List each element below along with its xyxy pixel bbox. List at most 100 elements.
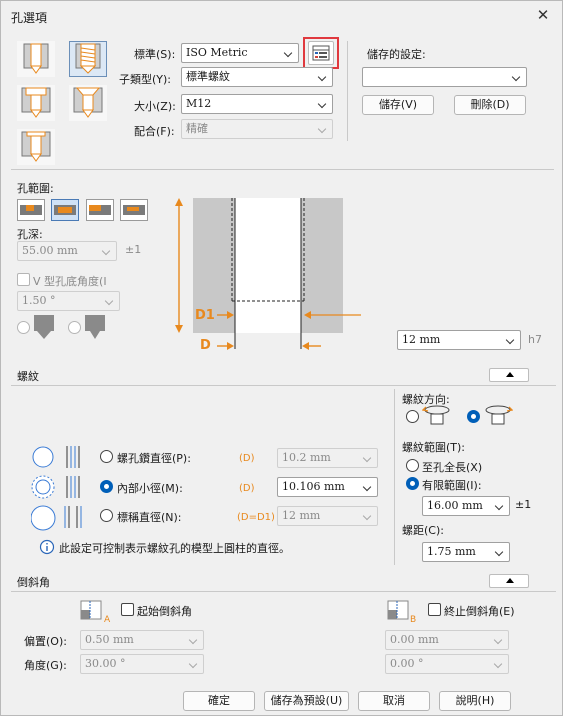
chamfer-offset-label: 偏置(O): [24, 635, 67, 648]
nominal-diameter-select: 12 mm [277, 506, 378, 526]
counterbore-hole-icon [21, 87, 51, 118]
chevron-down-icon [318, 68, 328, 86]
saved-settings-select[interactable] [362, 67, 527, 87]
limited-range-radio[interactable] [406, 477, 419, 490]
info-icon [39, 539, 55, 555]
blind-hole-icon [20, 205, 42, 215]
ok-button[interactable]: 確定 [183, 691, 255, 711]
hole-diameter-select[interactable]: 12 mm [397, 330, 521, 350]
chevron-down-icon [363, 507, 373, 525]
vbottom-flat-radio[interactable] [17, 321, 30, 334]
chevron-down-icon [318, 120, 328, 138]
vbottom-label: V 型孔底角度(I [33, 275, 107, 288]
start-chamfer-checkbox[interactable] [121, 603, 134, 616]
chevron-down-icon [495, 543, 505, 561]
minor-diameter-select[interactable]: 10.106 mm [277, 477, 378, 497]
end-offset-value: 0.00 mm [390, 633, 439, 646]
vbottom-cone-radio[interactable] [68, 321, 81, 334]
fit-class-label: h7 [528, 333, 542, 346]
scope-blind-button[interactable] [17, 199, 45, 221]
size-value: M12 [186, 97, 212, 110]
fit-value: 精確 [186, 122, 208, 135]
chamfer-a-tag: A [104, 615, 111, 625]
section-divider [11, 591, 556, 592]
hole-diagram [175, 198, 361, 350]
minor-diameter-value: 10.106 mm [282, 480, 345, 493]
standard-select[interactable]: ISO Metric [181, 43, 299, 63]
chamfer-b-tag: B [410, 615, 417, 625]
full-length-radio[interactable] [406, 459, 419, 472]
end-angle-value: 0.00 ° [390, 657, 424, 670]
full-length-label: 至孔全長(X) [422, 461, 483, 474]
thread-collapse-button[interactable] [489, 368, 529, 382]
chevron-down-icon [105, 292, 115, 310]
minor-diameter-radio[interactable] [100, 480, 113, 493]
size-select[interactable]: M12 [181, 94, 333, 114]
chevron-down-icon [494, 655, 504, 673]
to-next-icon [123, 205, 145, 215]
to-face-icon [89, 205, 111, 215]
pitch-select[interactable]: 1.75 mm [422, 542, 510, 562]
hole-type-threaded-button[interactable] [69, 41, 107, 77]
thread-diameter-icons [31, 446, 82, 531]
hole-type-countersink-button[interactable] [69, 85, 107, 121]
start-chamfer-icon [80, 600, 102, 620]
hole-type-counterbore-button[interactable] [17, 85, 55, 121]
vbottom-checkbox[interactable] [17, 273, 30, 286]
start-offset-select: 0.50 mm [80, 630, 204, 650]
scope-through-button[interactable] [51, 199, 79, 221]
save-as-default-button[interactable]: 儲存為預設(U) [264, 691, 349, 711]
countersink-hole-icon [73, 87, 103, 118]
vbottom-angle-value: 1.50 ° [22, 294, 56, 307]
title-bar: 孔選項 ✕ [1, 1, 562, 31]
nominal-diameter-label: 標稱直徑(N): [117, 511, 182, 524]
dim-d-label: D [200, 338, 211, 353]
left-hand-thread-icon [485, 405, 513, 425]
chevron-down-icon [506, 331, 516, 349]
dim-d1-label: D1 [195, 308, 215, 323]
nominal-diameter-radio[interactable] [100, 509, 113, 522]
vbottom-angle-select: 1.50 ° [17, 291, 120, 311]
nominal-diameter-tag: (D=D1) [237, 512, 275, 523]
simple-hole-icon [23, 43, 49, 74]
tap-drill-tag: (D) [239, 453, 255, 464]
spotface-hole-icon [21, 131, 51, 162]
cancel-button[interactable]: 取消 [358, 691, 430, 711]
thread-range-label: 螺紋範圍(T): [402, 441, 466, 454]
chevron-down-icon [363, 449, 373, 467]
table-icon [312, 45, 330, 61]
limited-range-value: 16.00 mm [427, 499, 483, 512]
scope-to-next-button[interactable] [120, 199, 148, 221]
end-angle-select: 0.00 ° [385, 654, 509, 674]
thread-direction-label: 螺紋方向: [402, 393, 450, 406]
delete-settings-button[interactable]: 刪除(D) [454, 95, 526, 115]
hole-type-spotface-button[interactable] [17, 129, 55, 165]
chevron-down-icon [102, 242, 112, 260]
tap-drill-radio[interactable] [100, 450, 113, 463]
scope-to-face-button[interactable] [86, 199, 114, 221]
chevron-down-icon [189, 655, 199, 673]
cone-drill-icon [85, 315, 105, 339]
section-divider [11, 169, 554, 170]
limited-range-select[interactable]: 16.00 mm [422, 496, 510, 516]
help-button[interactable]: 說明(H) [439, 691, 511, 711]
chamfer-collapse-button[interactable] [489, 574, 529, 588]
subtype-label: 子類型(Y): [119, 73, 172, 86]
thread-left-hand-radio[interactable] [467, 410, 480, 423]
close-icon[interactable]: ✕ [536, 6, 550, 24]
hole-depth-value: 55.00 mm [22, 244, 78, 257]
pitch-label: 螺距(C): [402, 524, 444, 537]
save-settings-button[interactable]: 儲存(V) [362, 95, 434, 115]
end-offset-select: 0.00 mm [385, 630, 509, 650]
standard-table-button[interactable] [308, 41, 334, 65]
pitch-value: 1.75 mm [427, 545, 476, 558]
hole-type-simple-button[interactable] [17, 41, 55, 77]
through-hole-icon [54, 205, 76, 215]
fit-select: 精確 [181, 119, 333, 139]
start-angle-select: 30.00 ° [80, 654, 204, 674]
subtype-select[interactable]: 標準螺紋 [181, 67, 333, 87]
chevron-down-icon [318, 95, 328, 113]
nominal-diameter-value: 12 mm [282, 509, 321, 522]
end-chamfer-checkbox[interactable] [428, 603, 441, 616]
thread-right-hand-radio[interactable] [406, 410, 419, 423]
